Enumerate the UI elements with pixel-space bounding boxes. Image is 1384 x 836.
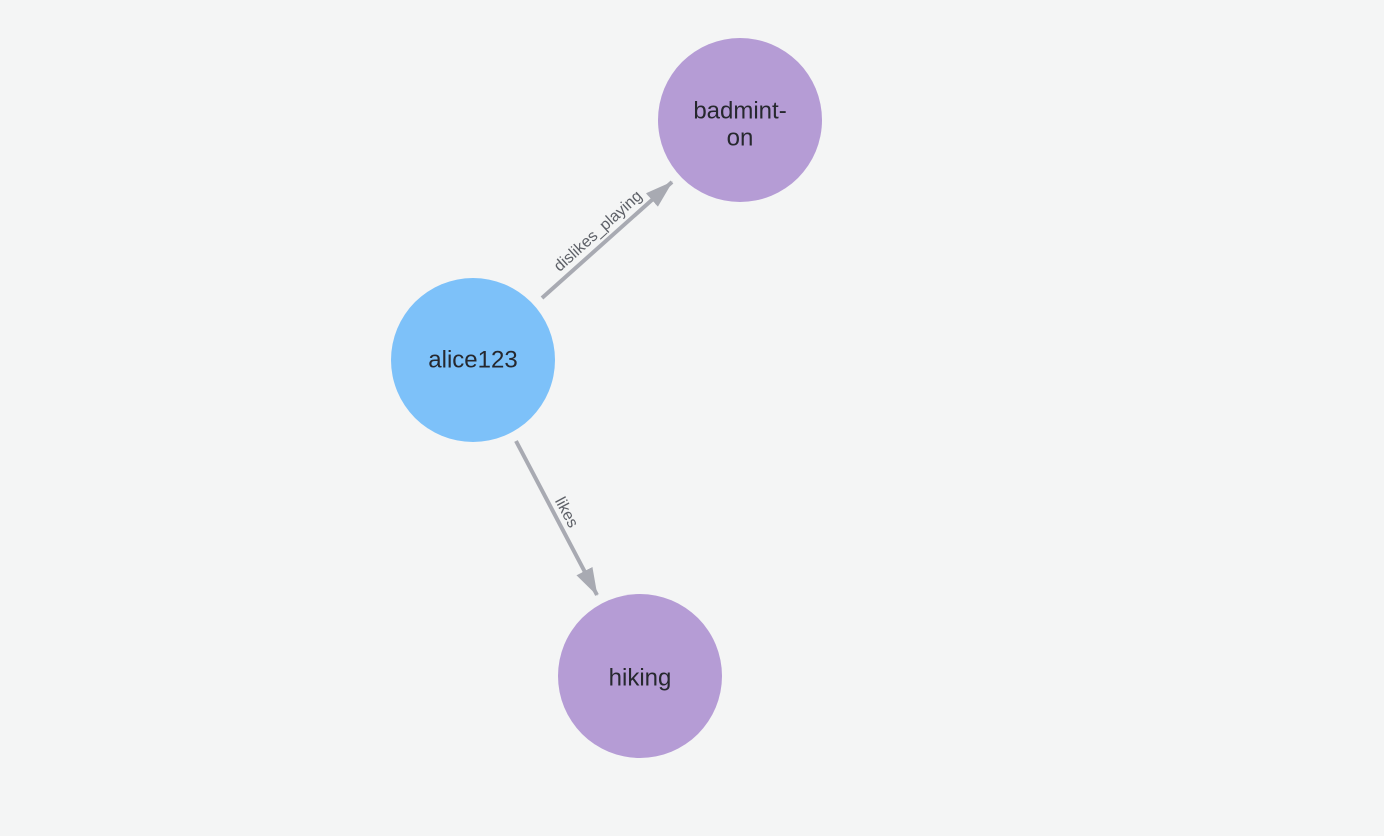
node-circle-hiking[interactable]	[558, 594, 722, 758]
edge-line-dislikes-playing[interactable]	[540, 180, 674, 300]
node-hiking: hiking	[558, 594, 722, 758]
node-circle-badminton[interactable]	[658, 38, 822, 202]
node-circle-alice123[interactable]	[391, 278, 555, 442]
edge-line-likes[interactable]	[514, 440, 599, 596]
node-alice123: alice123	[391, 278, 555, 442]
node-badminton: badmint- on	[658, 38, 822, 202]
